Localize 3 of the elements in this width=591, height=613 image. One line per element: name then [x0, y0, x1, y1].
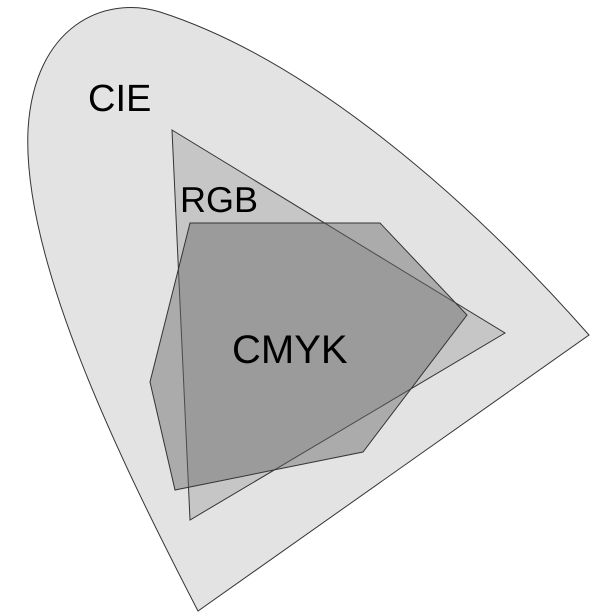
region-label: RGB [180, 182, 258, 218]
region-label: CMYK [232, 330, 348, 370]
region-label: CIE [88, 80, 152, 118]
